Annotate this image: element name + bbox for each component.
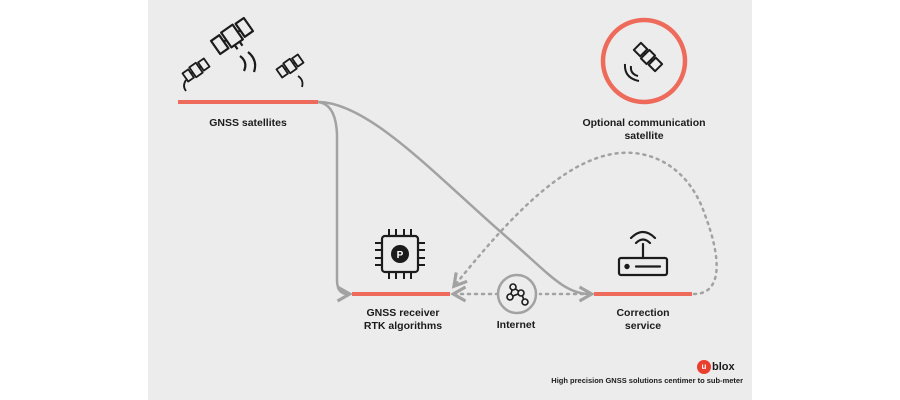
processor-chip-icon [375,229,425,279]
internet-label-text: Internet [496,319,536,331]
gnss-receiver-label-line2: RTK algorithms [363,320,443,332]
edge-correction-via-satellite [451,151,718,296]
edge-satellites-to-receiver [316,100,353,303]
correction-service-label: Correction service [578,307,708,333]
gnss-receiver-label: GNSS receiver RTK algorithms [338,307,468,333]
satellite-icon [275,53,305,88]
chip-letter: P [397,250,404,261]
logo-text: blox [712,361,735,373]
optional-satellite-label: Optional communication satellite [566,117,722,143]
optional-satellite-label-line2: satellite [624,130,664,142]
ublox-logo: u blox [697,360,735,374]
logo-mark: u [697,360,711,374]
gnss-satellites-label: GNSS satellites [178,117,318,130]
optional-satellite-ring [600,17,688,105]
gnss-satellites-label-text: GNSS satellites [209,117,287,129]
internet-label: Internet [478,319,554,332]
correction-service-label-line2: service [624,320,662,332]
satellite-icon [181,57,211,92]
correction-service-label-line1: Correction [616,307,670,319]
edge-satellites-to-correction [316,100,595,303]
gnss-receiver-label-line1: GNSS receiver [366,307,440,319]
network-nodes-icon [506,283,529,306]
router-icon [617,230,669,277]
diagram-caption: High precision GNSS solutions centimer t… [551,376,743,385]
satellite-signal-icon [623,41,664,82]
satellite-icon [209,16,257,73]
optional-satellite-label-line1: Optional communication [582,117,706,129]
